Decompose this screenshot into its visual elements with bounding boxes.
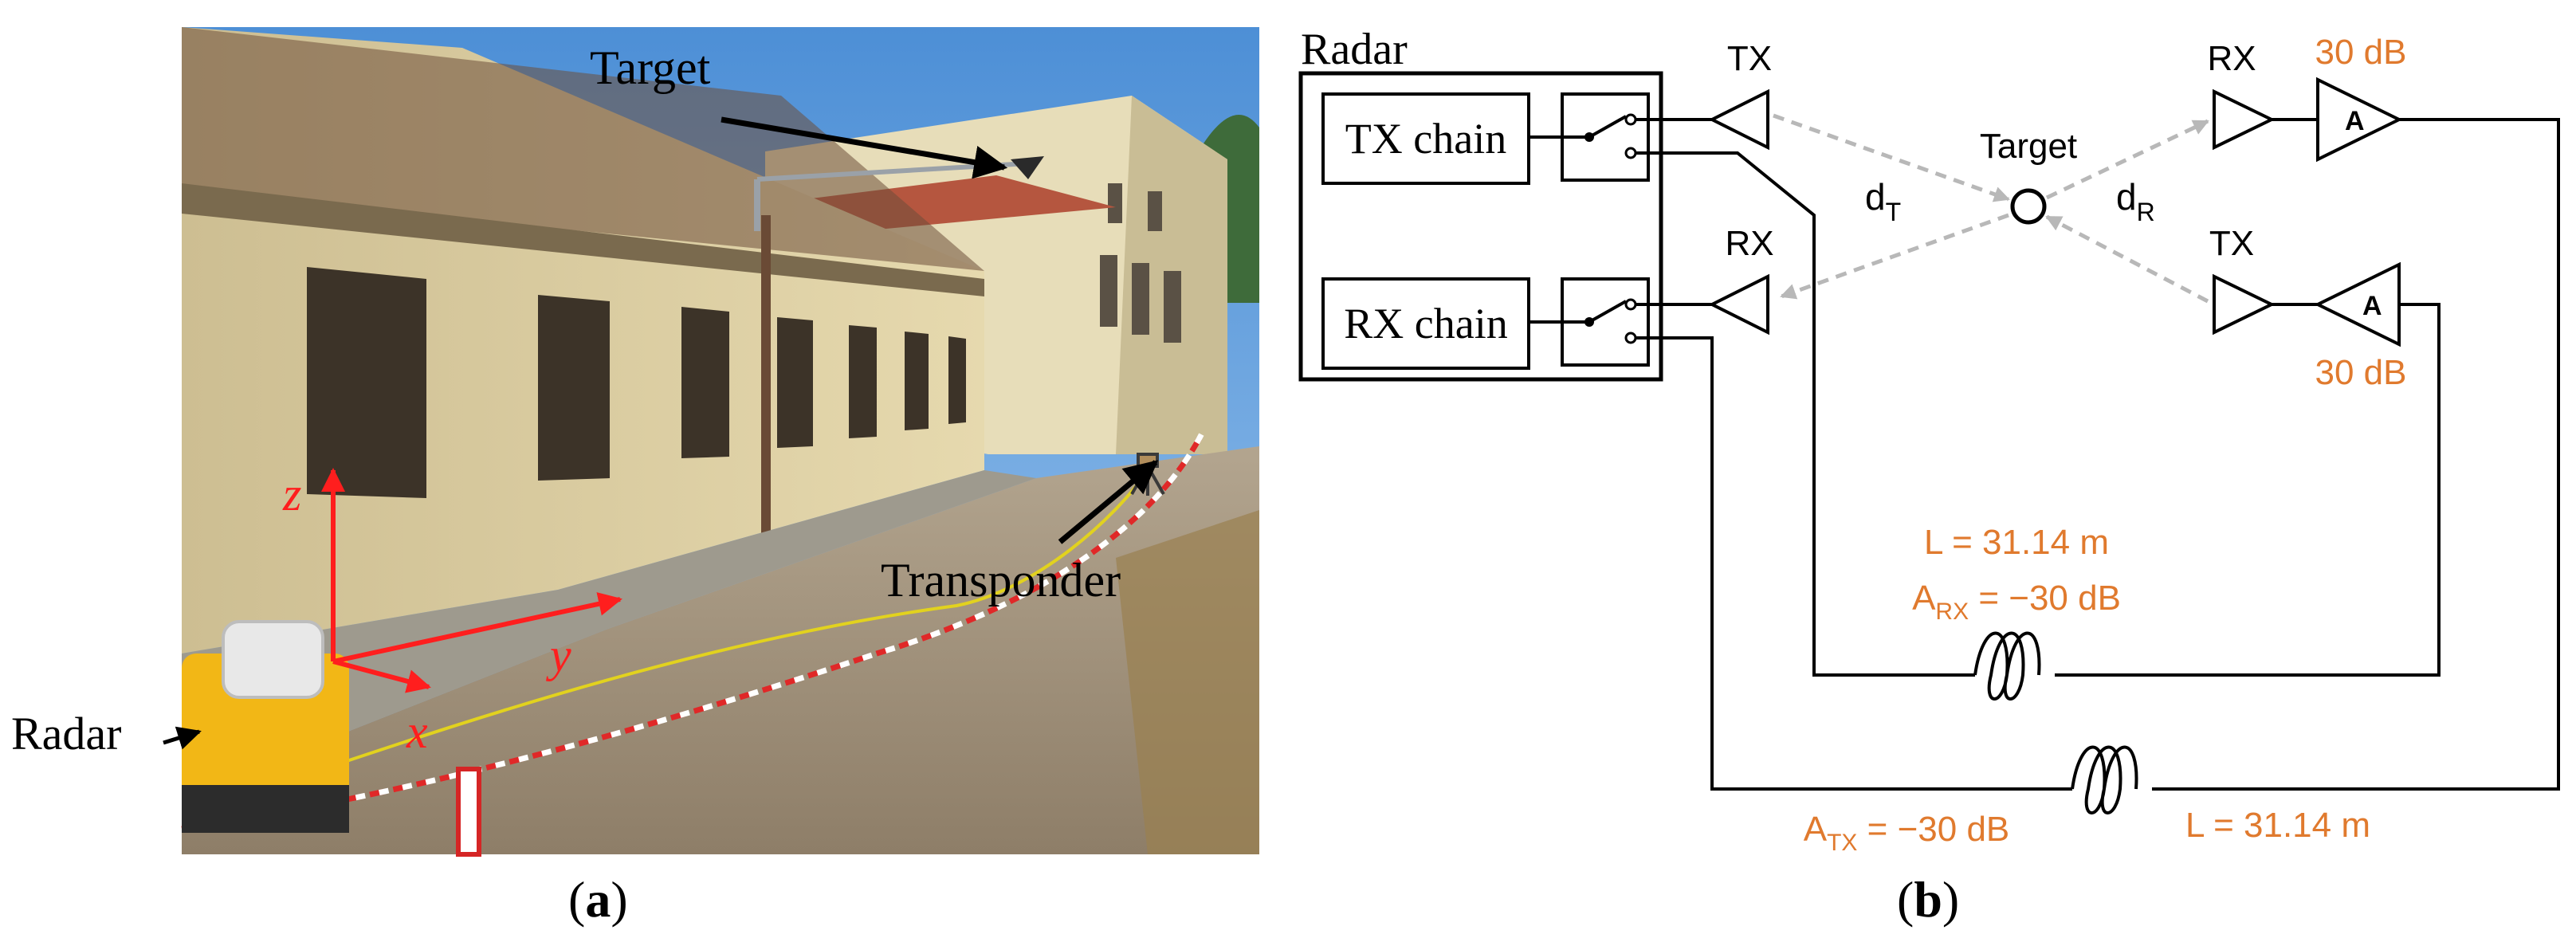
amplifier-top-symbol: A bbox=[2345, 106, 2365, 136]
antenna-tx-left bbox=[1708, 88, 1769, 151]
barrier-post bbox=[456, 767, 481, 857]
cable-rx-path-right bbox=[2055, 303, 2441, 677]
antenna-rx-left-label: RX bbox=[1725, 224, 1773, 263]
transponder-label: Transponder bbox=[881, 554, 1121, 606]
amplifier-bottom-symbol: A bbox=[2362, 291, 2382, 321]
grass-patch bbox=[1116, 510, 1259, 854]
cable-rx-attenuation: ARX = −30 dB bbox=[1912, 579, 2121, 625]
caption-a: (a) bbox=[568, 871, 628, 928]
panel-a-photo: z y x Target Transponder Radar (a) bbox=[11, 27, 1259, 928]
gain-top: 30 dB bbox=[2315, 33, 2407, 72]
rx-chain-label: RX chain bbox=[1344, 300, 1507, 347]
cable-tx-coil bbox=[2071, 745, 2138, 814]
radar-box bbox=[1298, 71, 1663, 382]
barrier-tape-white bbox=[181, 429, 1207, 832]
caption-b: (b) bbox=[1897, 871, 1959, 928]
x-axis bbox=[332, 659, 431, 693]
axis-y-label: y bbox=[545, 629, 571, 681]
tx-chain-label: TX chain bbox=[1345, 115, 1506, 163]
axis-x-label: x bbox=[406, 705, 428, 758]
target-reflector bbox=[1011, 156, 1044, 179]
transponder-arrow bbox=[1058, 460, 1159, 544]
target-label-photo: Target bbox=[590, 41, 711, 94]
target-label: Target bbox=[1980, 127, 2077, 166]
radar-device bbox=[182, 620, 349, 833]
sidewalk bbox=[182, 470, 1036, 781]
amplifier-top bbox=[2316, 77, 2403, 163]
radar-label-photo: Radar bbox=[11, 708, 122, 759]
antenna-tx-right-label: TX bbox=[2209, 224, 2254, 263]
antenna-rx-right bbox=[2213, 88, 2276, 151]
axes bbox=[321, 468, 622, 693]
radar-arrow bbox=[163, 726, 202, 750]
cable-tx-length: L = 31.14 m bbox=[2185, 806, 2370, 845]
propagation-paths bbox=[1773, 113, 2209, 304]
distance-dt: dT bbox=[1865, 176, 1901, 226]
target-circle bbox=[2010, 188, 2047, 225]
antenna-rx-right-label: RX bbox=[2207, 39, 2256, 78]
tx-switch bbox=[1561, 92, 1650, 182]
antenna-tx-right bbox=[2213, 273, 2276, 336]
cable-rx-coil bbox=[1973, 631, 2041, 701]
cornice bbox=[182, 183, 984, 296]
main-building-windows bbox=[307, 267, 966, 498]
panel-b-diagram: Radar TX chain RX chain bbox=[1298, 25, 2560, 928]
antenna-tx-left-label: TX bbox=[1727, 39, 1772, 78]
drainpipe bbox=[761, 215, 771, 534]
y-axis bbox=[332, 592, 622, 664]
target-arrow bbox=[721, 116, 1008, 179]
antenna-rx-left bbox=[1708, 273, 1769, 336]
gain-bottom: 30 dB bbox=[2315, 353, 2407, 392]
far-building-windows bbox=[1100, 183, 1181, 343]
axis-z-label: z bbox=[282, 468, 301, 520]
rx-switch bbox=[1561, 277, 1650, 367]
distance-dr: dR bbox=[2116, 176, 2155, 226]
cable-tx-path bbox=[1648, 336, 2072, 791]
cable-rx-length: L = 31.14 m bbox=[1924, 523, 2109, 562]
yellow-cable bbox=[334, 469, 1149, 767]
amplifier-bottom bbox=[2314, 261, 2401, 347]
cable-tx-attenuation: ATX = −30 dB bbox=[1804, 810, 2010, 856]
cable-rx-path bbox=[1648, 151, 1975, 677]
cable-tx-path-right bbox=[2152, 118, 2560, 791]
radar-title: Radar bbox=[1301, 25, 1408, 74]
